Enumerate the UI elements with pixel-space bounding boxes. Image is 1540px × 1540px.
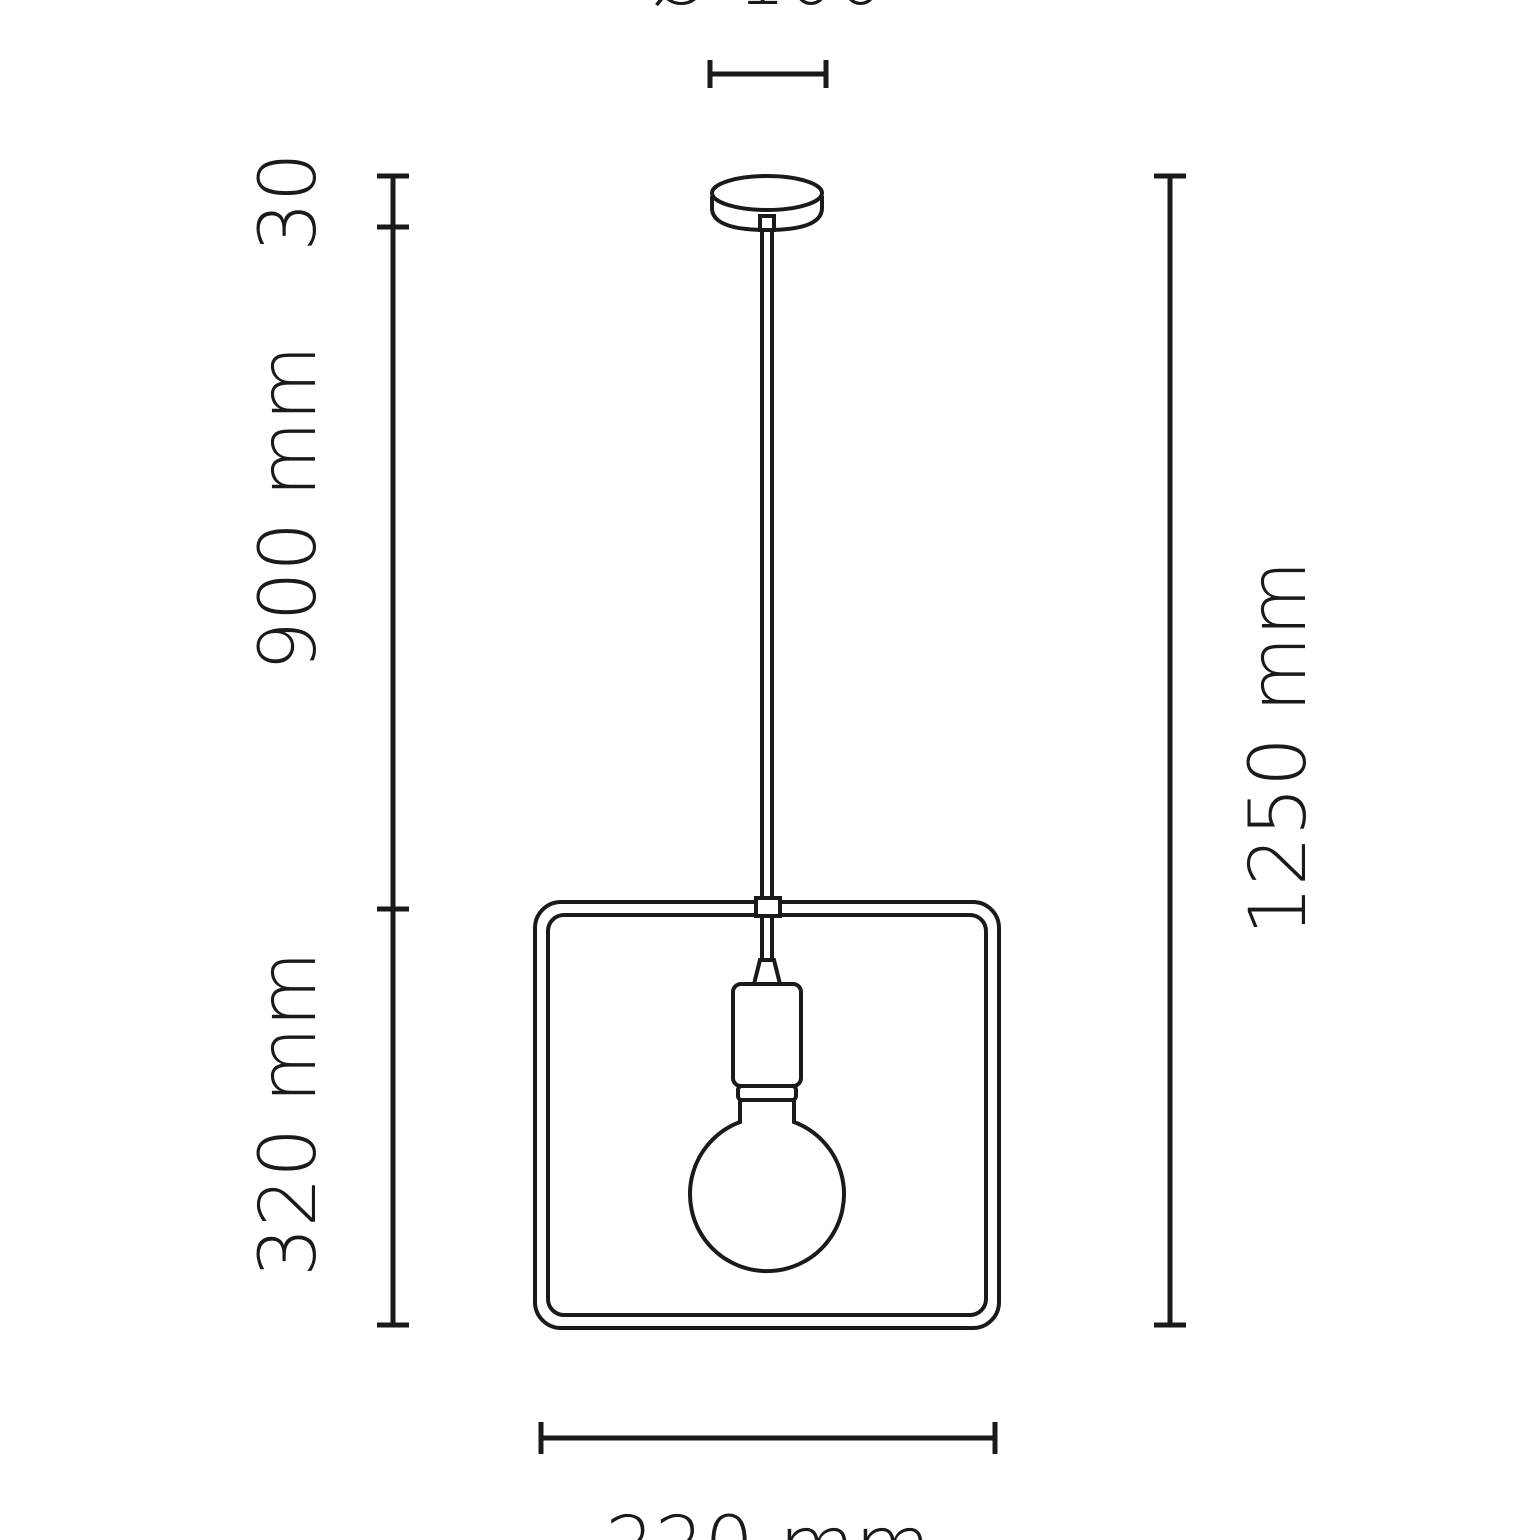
ceiling-canopy [710, 174, 824, 233]
cable-length-label: 900 mm [244, 345, 334, 671]
lamp-socket [731, 982, 803, 1102]
globe-bulb [688, 1098, 846, 1274]
socket-rod [751, 916, 783, 986]
total-height-label: 1250 mm [1234, 560, 1324, 935]
left-dimension-chain: 30 900 mm 320 mm [244, 152, 409, 1328]
total-height-dimension: 1250 mm [1154, 173, 1324, 1328]
shade-height-label: 320 mm [244, 951, 334, 1277]
pendant-lamp [533, 174, 1001, 1330]
canopy-height-label: 30 [244, 152, 334, 251]
suspension-cable [760, 230, 774, 900]
top-width-dimension: Ø 100 [650, 0, 886, 88]
top-width-label: Ø 100 [650, 0, 885, 23]
shade-width-dimension: 220 mm [538, 1422, 998, 1540]
shade-width-label: 220 mm [605, 1501, 931, 1540]
frame-connector [754, 896, 782, 918]
